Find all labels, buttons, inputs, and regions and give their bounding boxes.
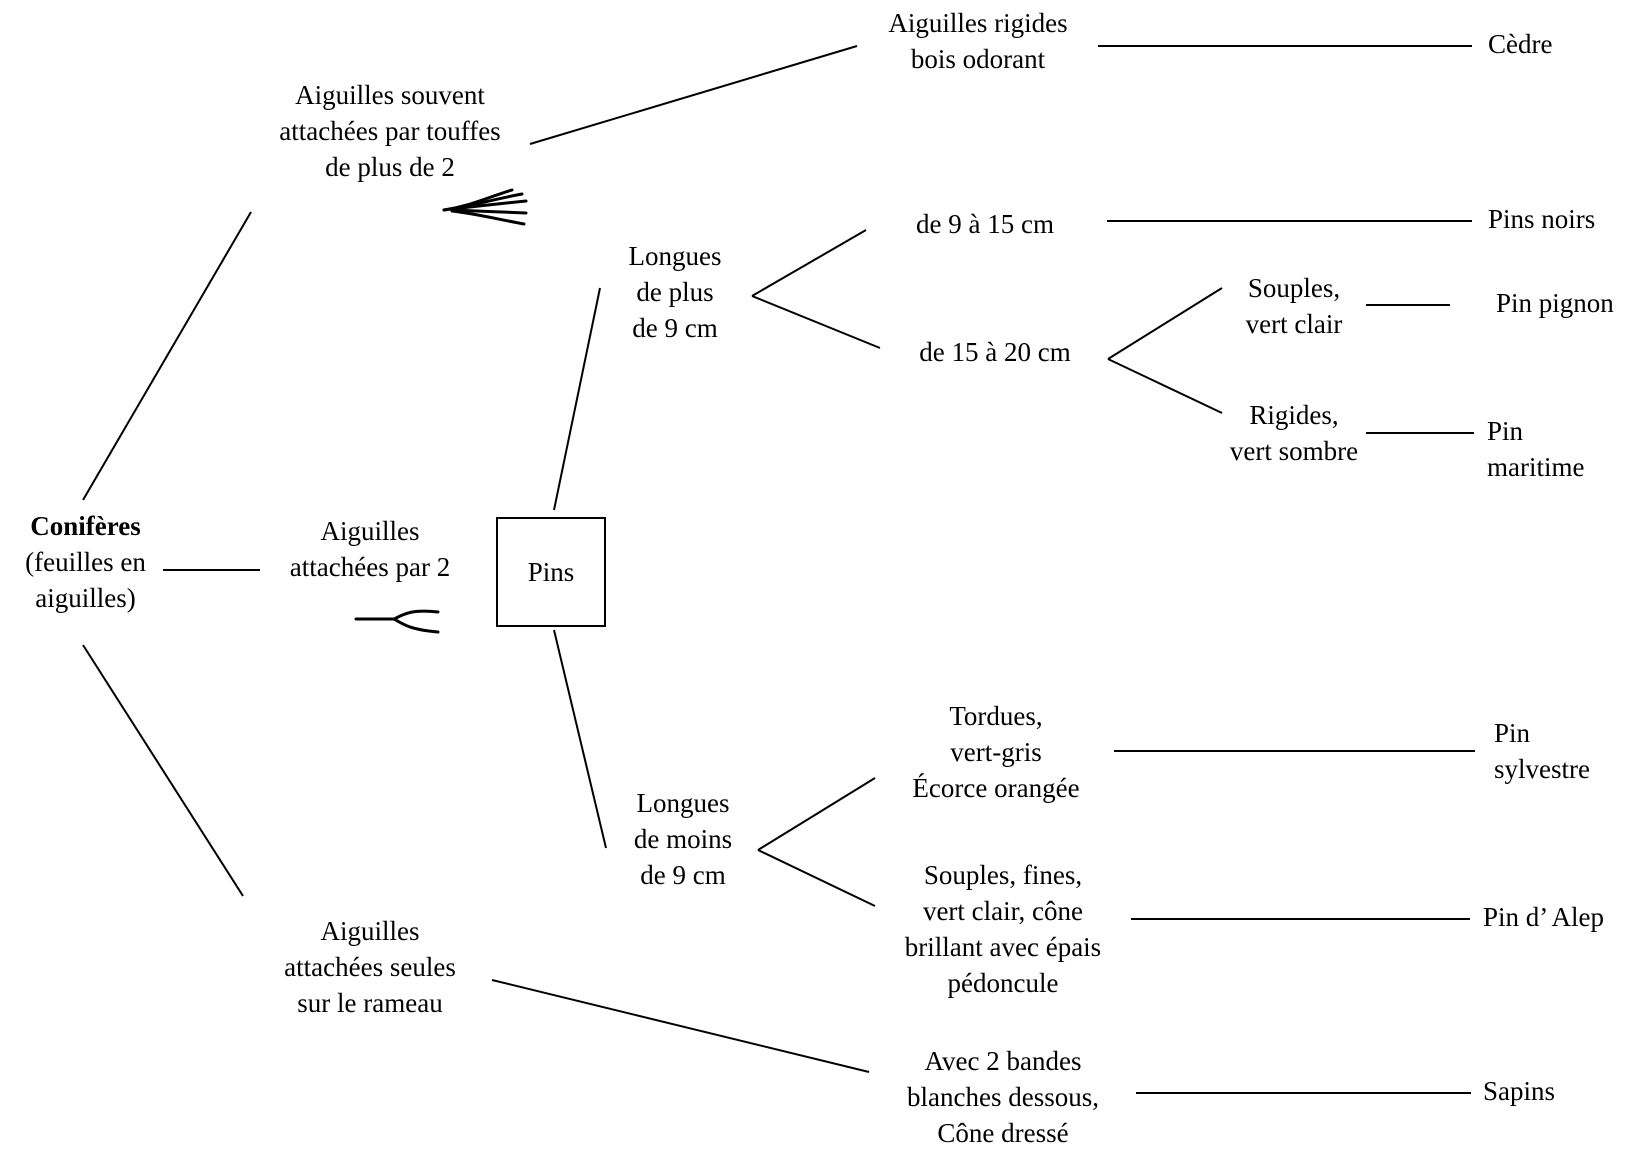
node-souples-fines-line-4: pédoncule — [947, 968, 1059, 998]
node-bandes-line-3: Cône dressé — [937, 1118, 1069, 1148]
branch-pairs-line-1: Aiguilles — [320, 516, 420, 546]
branch-pairs: Aiguilles attachées par 2 — [260, 513, 480, 585]
species-pin-alep-label: Pin d’ Alep — [1483, 902, 1604, 932]
branch-tufts-line-2: attachées par touffes — [279, 116, 501, 146]
node-souples-clair-line-2: vert clair — [1245, 309, 1343, 339]
species-pins-noirs-label: Pins noirs — [1488, 204, 1596, 234]
branch-tufts: Aiguilles souvent attachées par touffes … — [250, 77, 530, 185]
pins-box: Pins — [496, 517, 606, 627]
node-souples-clair-line-1: Souples, — [1247, 273, 1341, 303]
node-souples-fines-line-2: vert clair, cône — [922, 896, 1084, 926]
node-tordues-line-2: vert-gris — [950, 737, 1042, 767]
species-cedre: Cèdre — [1488, 26, 1552, 62]
node-souples-fines-line-1: Souples, fines, — [923, 860, 1083, 890]
species-cedre-label: Cèdre — [1488, 29, 1553, 59]
node-long-more-line-2: de plus — [636, 277, 714, 307]
species-pin-maritime: Pin maritime — [1487, 413, 1584, 485]
pins-box-label: Pins — [527, 556, 575, 587]
node-len-15-20: de 15 à 20 cm — [880, 334, 1110, 370]
root-subtitle-line-2: aiguilles) — [35, 583, 136, 613]
node-bandes-line-1: Avec 2 bandes — [924, 1046, 1082, 1076]
species-sapins-label: Sapins — [1483, 1076, 1556, 1106]
link-longmore-15-20 — [751, 295, 881, 349]
node-tordues: Tordues, vert-gris Écorce orangée — [878, 698, 1114, 806]
branch-tufts-line-3: de plus de 2 — [325, 152, 455, 182]
link-15-20-souples — [1107, 287, 1223, 360]
node-rigid-fragrant-line-1: Aiguilles rigides — [888, 8, 1068, 38]
node-souples-fines: Souples, fines, vert clair, cône brillan… — [875, 857, 1131, 1001]
link-15-20-rigides — [1107, 358, 1223, 414]
species-pin-maritime-line-1: Pin — [1487, 416, 1524, 446]
branch-single-line-3: sur le rameau — [297, 988, 443, 1018]
node-rigides-sombre-line-1: Rigides, — [1249, 400, 1339, 430]
node-rigid-fragrant: Aiguilles rigides bois odorant — [858, 5, 1098, 77]
link-root-single — [82, 644, 244, 897]
node-tordues-line-1: Tordues, — [949, 701, 1043, 731]
link-longless-souples — [757, 849, 876, 907]
node-bandes-line-2: blanches dessous, — [907, 1082, 1099, 1112]
node-tordues-line-3: Écorce orangée — [912, 773, 1080, 803]
node-len-9-15: de 9 à 15 cm — [870, 206, 1100, 242]
species-pin-maritime-line-2: maritime — [1487, 452, 1585, 482]
species-pin-sylvestre-line-1: Pin — [1494, 718, 1531, 748]
node-long-more: Longues de plus de 9 cm — [600, 238, 750, 346]
node-rigides-sombre: Rigides, vert sombre — [1222, 397, 1366, 469]
branch-pairs-line-2: attachées par 2 — [289, 552, 451, 582]
link-longless-tordues — [757, 777, 876, 851]
species-pin-pignon-label: Pin pignon — [1496, 288, 1614, 318]
link-longmore-9-15 — [751, 229, 867, 297]
branch-tufts-line-1: Aiguilles souvent — [295, 80, 485, 110]
node-rigides-sombre-line-2: vert sombre — [1229, 436, 1359, 466]
node-souples-clair: Souples, vert clair — [1222, 270, 1366, 342]
node-long-less-line-3: de 9 cm — [640, 860, 726, 890]
node-len-15-20-label: de 15 à 20 cm — [919, 337, 1071, 367]
species-pin-sylvestre: Pin sylvestre — [1494, 715, 1590, 787]
link-pins-longmore — [553, 287, 601, 511]
root-title: Conifères — [30, 511, 141, 541]
species-pin-alep: Pin d’ Alep — [1483, 899, 1604, 935]
link-pins-longless — [553, 629, 607, 849]
branch-single: Aiguilles attachées seules sur le rameau — [250, 913, 490, 1021]
node-long-less-line-2: de moins — [633, 824, 733, 854]
node-bandes: Avec 2 bandes blanches dessous, Cône dre… — [870, 1043, 1136, 1151]
node-souples-fines-line-3: brillant avec épais — [904, 932, 1102, 962]
needle-tuft-icon — [442, 188, 528, 226]
needle-pair-icon — [354, 609, 440, 634]
branch-single-line-1: Aiguilles — [320, 916, 420, 946]
root-node: Conifères (feuilles en aiguilles) — [8, 508, 163, 616]
link-tufts-rigid — [529, 45, 858, 145]
species-pin-sylvestre-line-2: sylvestre — [1494, 754, 1590, 784]
node-long-more-line-1: Longues — [628, 241, 722, 271]
species-pins-noirs: Pins noirs — [1488, 201, 1595, 237]
link-root-tufts — [82, 211, 252, 501]
branch-single-line-2: attachées seules — [284, 952, 456, 982]
link-single-bandes — [491, 979, 870, 1073]
species-pin-pignon: Pin pignon — [1496, 285, 1614, 321]
node-long-more-line-3: de 9 cm — [632, 313, 718, 343]
root-subtitle-line-1: (feuilles en — [25, 547, 146, 577]
node-long-less-line-1: Longues — [636, 788, 730, 818]
node-len-9-15-label: de 9 à 15 cm — [916, 209, 1054, 239]
species-sapins: Sapins — [1483, 1073, 1555, 1109]
node-long-less: Longues de moins de 9 cm — [608, 785, 758, 893]
node-rigid-fragrant-line-2: bois odorant — [910, 44, 1046, 74]
